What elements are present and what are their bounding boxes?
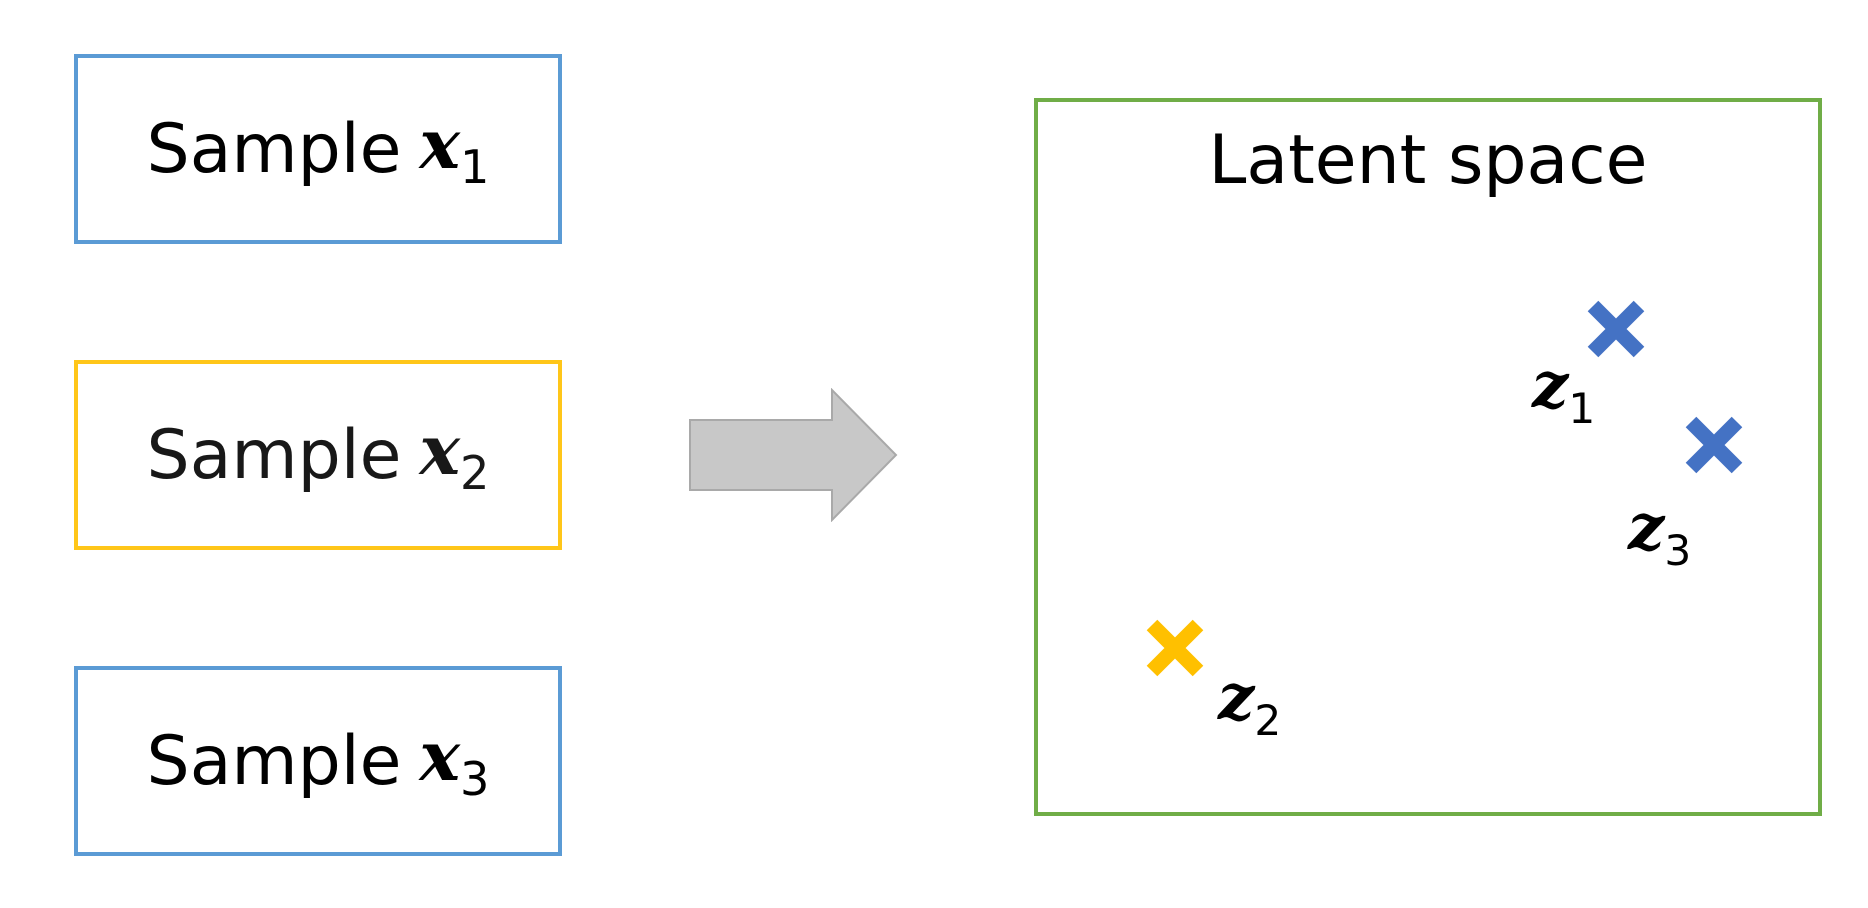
point-label-z2: z2 bbox=[1218, 660, 1282, 746]
point-label-z1: z1 bbox=[1532, 348, 1596, 434]
sample-box-1: Sample x1 bbox=[74, 54, 562, 244]
sample-box-2: Sample x2 bbox=[74, 360, 562, 550]
sample-variable: x2 bbox=[419, 410, 490, 500]
sample-subscript: 1 bbox=[460, 139, 490, 194]
point-label-z3: z3 bbox=[1628, 490, 1692, 576]
sample-label: Sample bbox=[146, 721, 402, 801]
point-subscript: 2 bbox=[1254, 696, 1282, 746]
point-subscript: 1 bbox=[1568, 384, 1596, 434]
latent-space-title: Latent space bbox=[1208, 121, 1648, 200]
sample-subscript: 2 bbox=[460, 445, 490, 500]
arrow-right-icon bbox=[689, 388, 898, 522]
sample-label: Sample bbox=[146, 415, 402, 495]
sample-label: Sample bbox=[146, 109, 402, 189]
sample-variable: x3 bbox=[419, 716, 490, 806]
latent-space-box: Latent space bbox=[1034, 98, 1822, 816]
sample-variable: x1 bbox=[419, 104, 490, 194]
cross-icon bbox=[1685, 416, 1743, 474]
sample-subscript: 3 bbox=[460, 751, 490, 806]
sample-box-3: Sample x3 bbox=[74, 666, 562, 856]
cross-icon bbox=[1146, 619, 1204, 677]
point-subscript: 3 bbox=[1664, 526, 1692, 576]
cross-icon bbox=[1587, 300, 1645, 358]
